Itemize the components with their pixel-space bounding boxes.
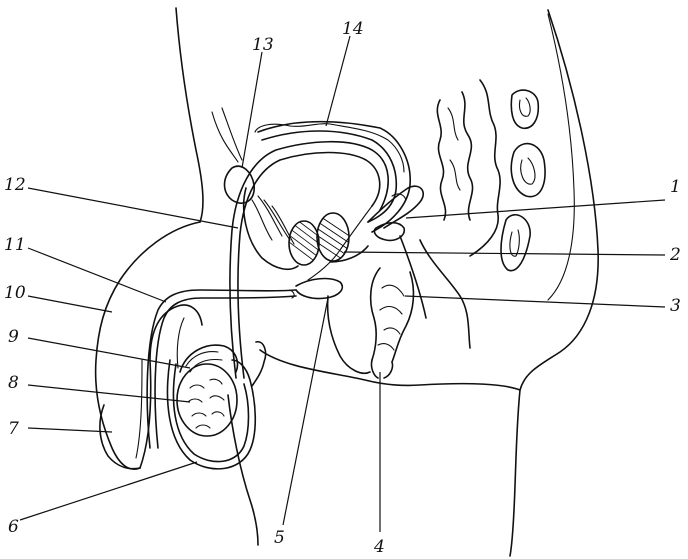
leader-14: [325, 35, 351, 127]
label-1: 1: [670, 177, 681, 197]
leader-9: [27, 337, 191, 369]
urethra: [146, 289, 297, 449]
label-11: 11: [4, 235, 26, 255]
testis: [176, 363, 238, 437]
callout-labels: 1 2 3 4 5 6 7 8 9 10 11 12 13 14: [4, 19, 681, 557]
rectum-and-colon: [369, 79, 501, 379]
scrotum: [166, 341, 267, 470]
label-5: 5: [274, 528, 285, 548]
label-2: 2: [669, 245, 681, 265]
label-6: 6: [8, 517, 19, 537]
bladder: [254, 120, 411, 233]
leader-lines: [19, 35, 666, 532]
leader-1: [405, 199, 666, 219]
body-outline: [175, 7, 599, 557]
prostate-gland: [288, 212, 369, 266]
leader-8: [27, 384, 191, 403]
label-9: 9: [8, 327, 19, 347]
leader-11: [27, 247, 167, 303]
label-10: 10: [4, 283, 26, 303]
leader-12: [27, 187, 239, 229]
vas-deferens: [229, 140, 389, 379]
label-7: 7: [8, 419, 19, 439]
sacral-vertebrae: [500, 89, 546, 272]
pubic-symphysis: [211, 107, 299, 271]
seminal-vesicle: [367, 185, 424, 242]
label-13: 13: [252, 35, 274, 55]
penis: [94, 221, 203, 470]
label-8: 8: [8, 373, 19, 393]
leader-6: [19, 461, 198, 521]
leader-3: [404, 295, 666, 308]
bulbourethral-gland: [295, 277, 371, 374]
leader-7: [27, 427, 113, 433]
label-3: 3: [670, 296, 681, 316]
leader-13: [241, 51, 263, 169]
label-4: 4: [373, 537, 385, 557]
leader-5: [282, 297, 329, 526]
label-12: 12: [4, 175, 26, 195]
label-14: 14: [342, 19, 364, 39]
epididymis: [179, 344, 239, 373]
leader-2: [343, 251, 666, 256]
leader-10: [27, 295, 113, 313]
